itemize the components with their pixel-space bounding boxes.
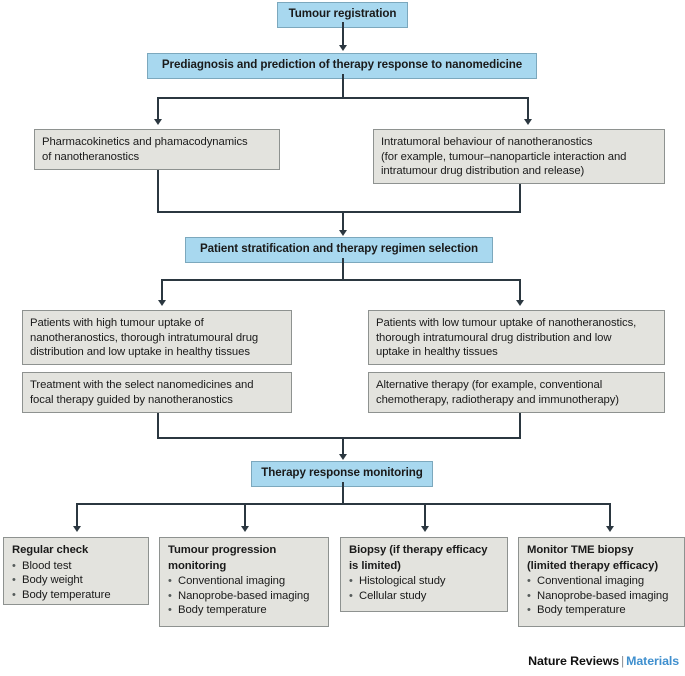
connector-alternative-down: [519, 413, 521, 438]
node-tumour-progression-list: Conventional imaging Nanoprobe-based ima…: [168, 574, 320, 618]
footer-separator: |: [621, 654, 625, 668]
node-low-uptake-line3: uptake in healthy tissues: [376, 346, 498, 359]
node-regular-check-heading: Regular check: [12, 544, 89, 556]
node-intratumoral-line2: (for example, tumour–nanoparticle intera…: [381, 150, 627, 163]
connector-stratification-bus: [161, 279, 521, 281]
node-alternative-line2: chemotherapy, radiotherapy and immunothe…: [376, 393, 619, 406]
node-treatment-line2: focal therapy guided by nanotheranostics: [30, 393, 233, 406]
node-pharmacokinetics: Pharmacokinetics and phamacodynamics of …: [34, 129, 280, 170]
footer-section-name[interactable]: Materials: [626, 654, 679, 668]
node-pharmacokinetics-line1: Pharmacokinetics and phamacodynamics: [42, 136, 248, 148]
node-patient-stratification-label: Patient stratification and therapy regim…: [199, 242, 479, 255]
list-item: Conventional imaging: [168, 574, 320, 589]
node-alternative-line1: Alternative therapy (for example, conven…: [376, 379, 603, 391]
connector-merge-stem-level6: [342, 437, 344, 456]
connector-stratification-left-drop: [161, 279, 163, 302]
connector-prediagnosis-bus: [157, 97, 528, 99]
arrowhead-prediagnosis: [338, 45, 347, 51]
node-tumour-registration-label: Tumour registration: [288, 7, 397, 20]
node-biopsy: Biopsy (if therapy efficacy is limited) …: [340, 537, 508, 612]
connector-monitoring-stem: [342, 482, 344, 504]
node-high-uptake-line2: nanotheranostics, thorough intratumoural…: [30, 331, 259, 344]
node-prediagnosis-label: Prediagnosis and prediction of therapy r…: [161, 58, 523, 71]
connector-prediagnosis-left-drop: [157, 97, 159, 121]
node-biopsy-heading: Biopsy (if therapy efficacy: [349, 544, 488, 556]
list-item: Nanoprobe-based imaging: [527, 589, 676, 604]
node-tumour-progression-heading: Tumour progression: [168, 544, 277, 556]
node-low-uptake-patients: Patients with low tumour uptake of nanot…: [368, 310, 665, 365]
node-pharmacokinetics-line2: of nanotheranostics: [42, 150, 140, 163]
connector-prediagnosis-right-drop: [527, 97, 529, 121]
list-item: Body weight: [12, 573, 140, 588]
arrowhead-stratification: [338, 230, 347, 236]
node-intratumoral-line1: Intratumoral behaviour of nanotheranosti…: [381, 136, 593, 148]
connector-monitoring-drop-4: [609, 503, 611, 528]
node-biopsy-list: Histological study Cellular study: [349, 574, 499, 603]
connector-monitoring-drop-1: [76, 503, 78, 528]
node-therapy-response-monitoring-label: Therapy response monitoring: [261, 466, 423, 479]
footer-journal-name: Nature Reviews: [528, 654, 620, 668]
node-high-uptake-line3: distribution and low uptake in healthy t…: [30, 346, 250, 359]
connector-merge-bus-level6: [157, 437, 521, 439]
node-tumour-progression-heading-line2: monitoring: [168, 559, 227, 572]
list-item: Body temperature: [168, 603, 320, 618]
arrowhead-low-uptake: [515, 300, 524, 306]
connector-merge-bus-level3: [157, 211, 521, 213]
node-biopsy-heading-line2: is limited): [349, 559, 401, 572]
arrowhead-tumour-progression: [240, 526, 249, 532]
node-intratumoral-line3: intratumour drug distribution and releas…: [381, 165, 585, 178]
node-monitor-tme-heading: Monitor TME biopsy: [527, 544, 634, 556]
connector-monitoring-drop-2: [244, 503, 246, 528]
list-item: Body temperature: [527, 603, 676, 618]
node-regular-check: Regular check Blood test Body weight Bod…: [3, 537, 149, 605]
list-item: Conventional imaging: [527, 574, 676, 589]
journal-footer: Nature Reviews|Materials: [528, 654, 679, 668]
connector-treatment-down: [157, 413, 159, 438]
connector-intratumoral-down: [519, 184, 521, 212]
connector-prediagnosis-stem: [342, 74, 344, 98]
arrowhead-biopsy: [420, 526, 429, 532]
node-low-uptake-line2: thorough intratumoural drug distribution…: [376, 331, 612, 344]
arrowhead-regular-check: [72, 526, 81, 532]
node-monitor-tme-heading-line2: (limited therapy efficacy): [527, 559, 659, 572]
connector-stratification-right-drop: [519, 279, 521, 302]
connector-merge-stem-level3: [342, 211, 344, 232]
connector-monitoring-drop-3: [424, 503, 426, 528]
node-treatment-selected-nanomedicines: Treatment with the select nanomedicines …: [22, 372, 292, 413]
node-regular-check-list: Blood test Body weight Body temperature: [12, 559, 140, 603]
arrowhead-pkpd: [153, 119, 162, 125]
node-therapy-response-monitoring: Therapy response monitoring: [251, 461, 433, 487]
list-item: Blood test: [12, 559, 140, 574]
node-patient-stratification: Patient stratification and therapy regim…: [185, 237, 493, 263]
list-item: Body temperature: [12, 588, 140, 603]
connector-monitoring-bus: [76, 503, 610, 505]
node-high-uptake-line1: Patients with high tumour uptake of: [30, 317, 204, 329]
node-monitor-tme-biopsy: Monitor TME biopsy (limited therapy effi…: [518, 537, 685, 627]
arrowhead-high-uptake: [157, 300, 166, 306]
connector-stratification-stem: [342, 258, 344, 280]
node-intratumoral-behaviour: Intratumoral behaviour of nanotheranosti…: [373, 129, 665, 184]
arrowhead-therapy-monitoring: [338, 454, 347, 460]
node-treatment-line1: Treatment with the select nanomedicines …: [30, 379, 254, 391]
node-high-uptake-patients: Patients with high tumour uptake of nano…: [22, 310, 292, 365]
node-low-uptake-line1: Patients with low tumour uptake of nanot…: [376, 317, 637, 329]
node-tumour-progression-monitoring: Tumour progression monitoring Convention…: [159, 537, 329, 627]
node-monitor-tme-list: Conventional imaging Nanoprobe-based ima…: [527, 574, 676, 618]
arrowhead-intratumoral: [523, 119, 532, 125]
arrowhead-monitor-tme: [605, 526, 614, 532]
connector-reg-to-prediagnosis: [342, 22, 344, 47]
connector-pkpd-down: [157, 170, 159, 212]
list-item: Histological study: [349, 574, 499, 589]
node-alternative-therapy: Alternative therapy (for example, conven…: [368, 372, 665, 413]
list-item: Nanoprobe-based imaging: [168, 589, 320, 604]
list-item: Cellular study: [349, 589, 499, 604]
